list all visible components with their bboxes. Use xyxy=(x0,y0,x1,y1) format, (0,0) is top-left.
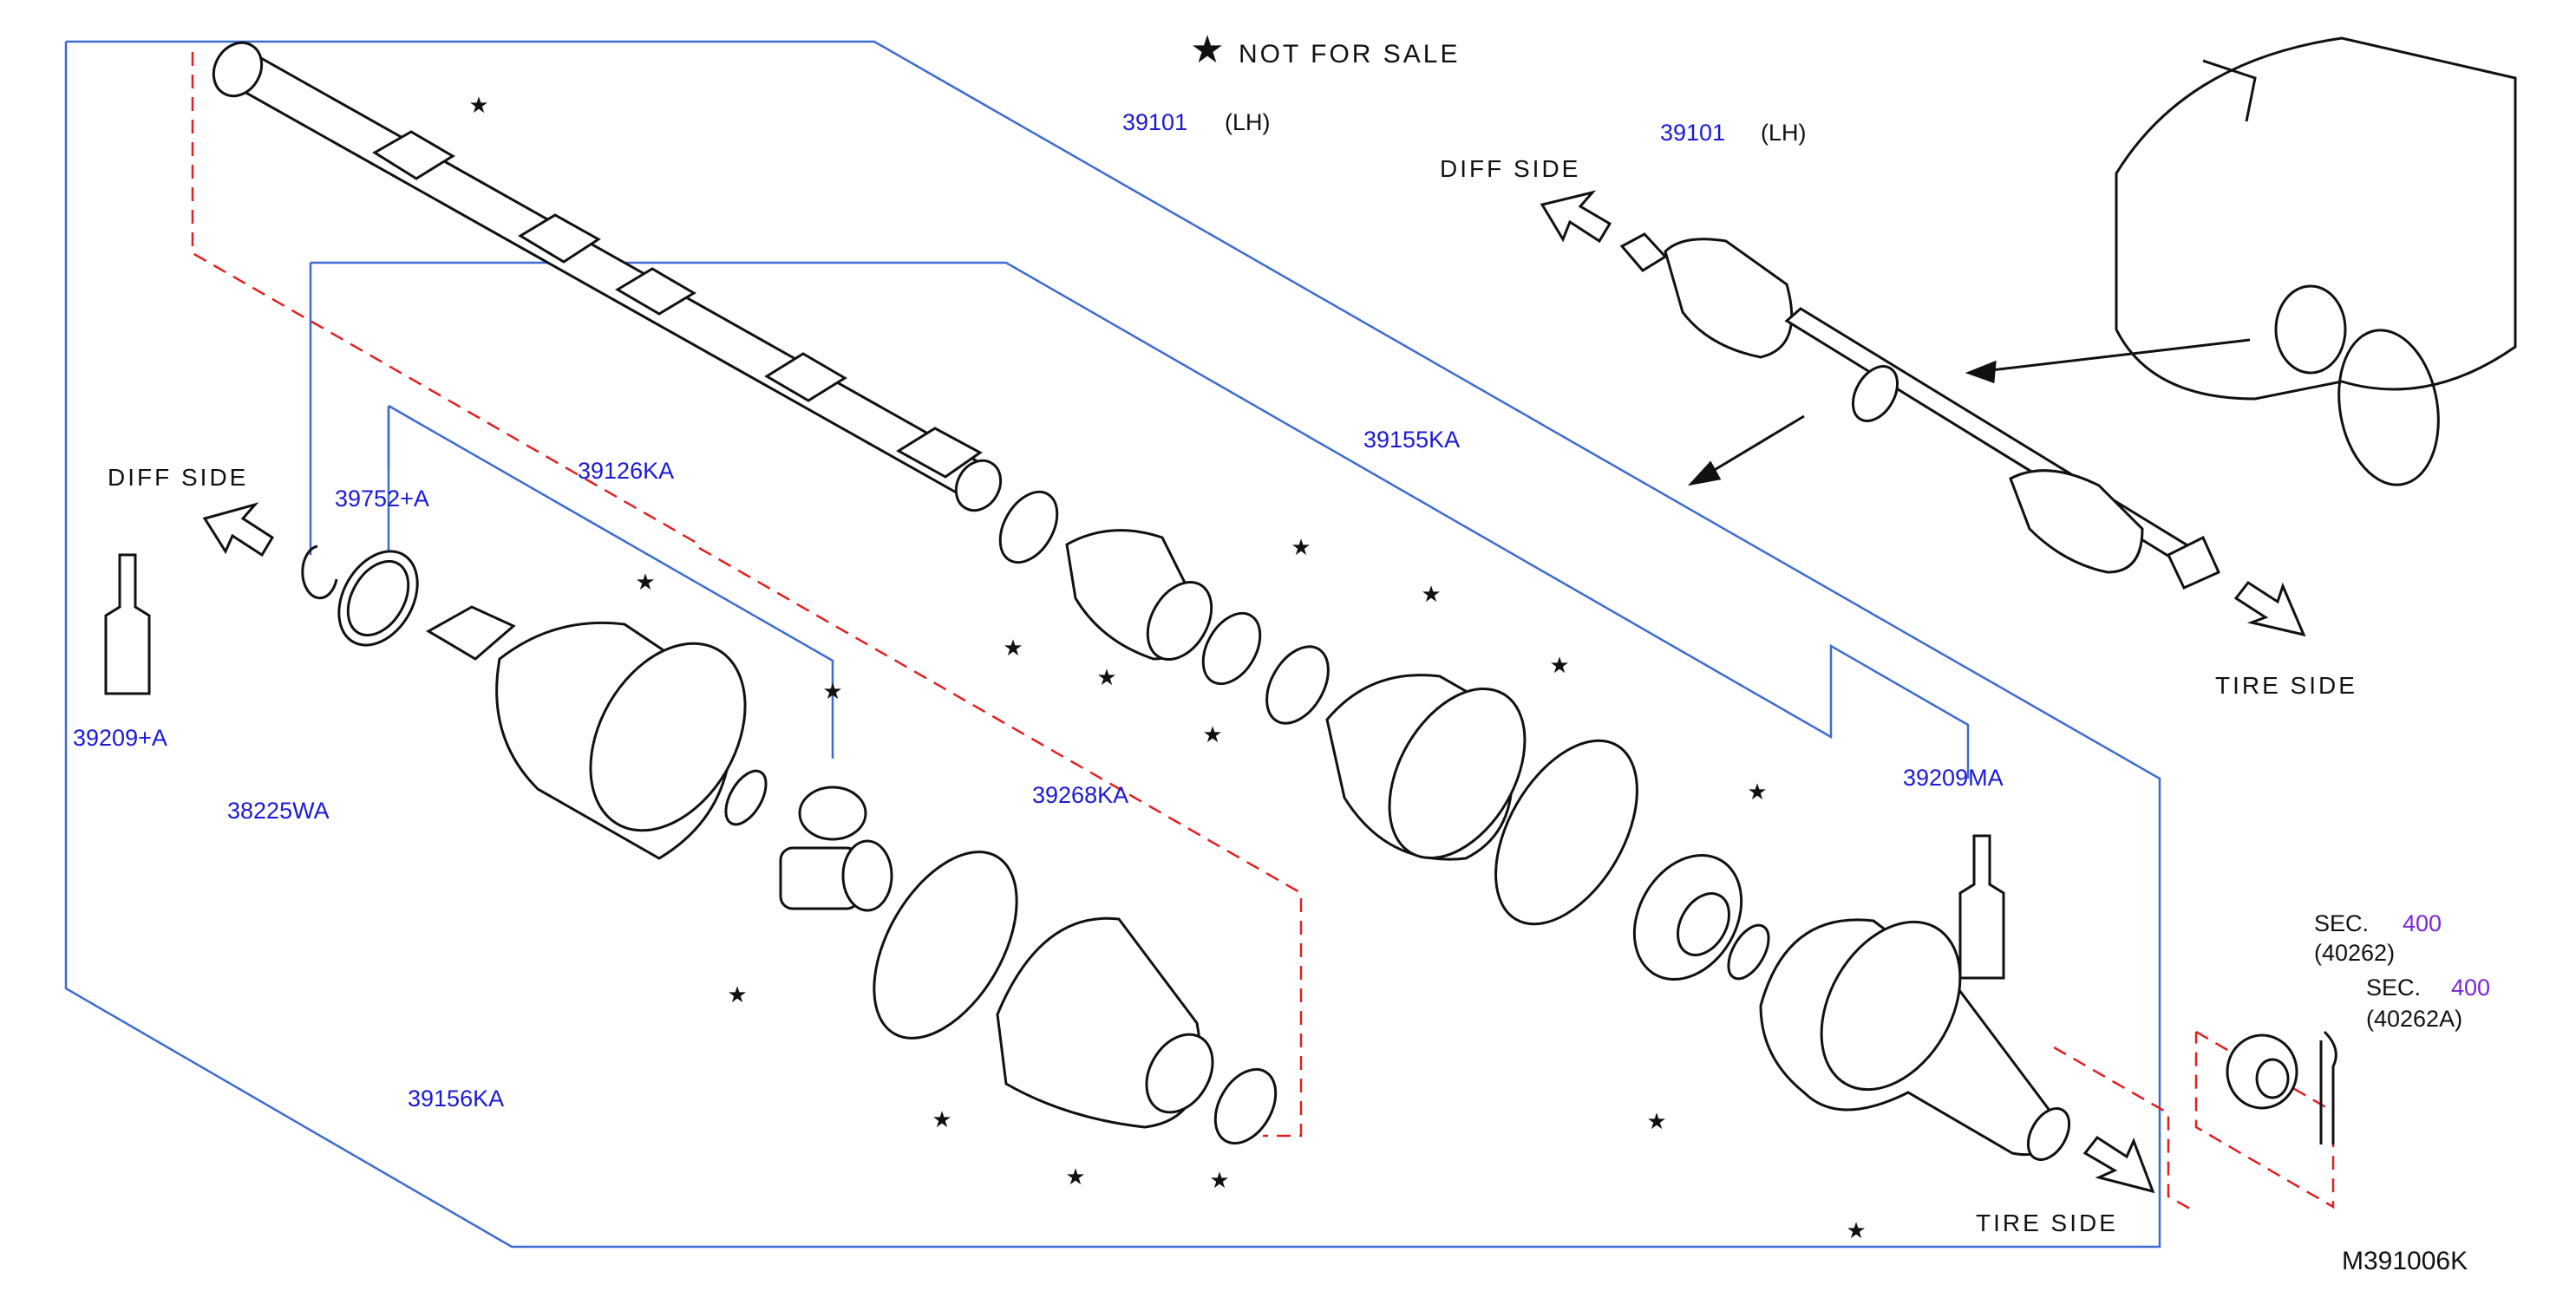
not-for-sale-stars: ★ ★ ★ ★ ★ ★ ★ ★ ★ ★ ★ ★ ★ ★ ★ ★ xyxy=(468,92,1866,1243)
tire-side-label-lower: TIRE SIDE xyxy=(1976,1209,2118,1236)
part-number-snap-ring[interactable]: 39752+A xyxy=(335,486,429,512)
legend-star-icon: ★ xyxy=(1190,29,1224,71)
diff-side-label-left: DIFF SIDE xyxy=(108,464,248,491)
dashed-reference-lines xyxy=(191,52,2335,1214)
callout-frame-lines xyxy=(64,40,2161,1249)
section-ref-1-sub: (40262) xyxy=(2314,940,2395,966)
star-marker: ★ xyxy=(727,981,747,1007)
part-number-grease-outer[interactable]: 39209MA xyxy=(1903,765,2004,791)
star-marker: ★ xyxy=(1003,635,1023,661)
shaft-39101-drawing xyxy=(212,41,1003,512)
section-ref-1-number[interactable]: 400 xyxy=(2403,910,2442,936)
part-number-grease[interactable]: 39209+A xyxy=(73,725,167,751)
star-marker: ★ xyxy=(1065,1164,1085,1190)
star-marker: ★ xyxy=(932,1106,951,1132)
diff-side-label-upper: DIFF SIDE xyxy=(1440,155,1580,182)
star-marker: ★ xyxy=(1421,581,1441,607)
figure-id: M391006K xyxy=(2342,1247,2468,1275)
outer-joint-parts xyxy=(998,490,2337,1161)
legend: ★ NOT FOR SALE xyxy=(1190,29,1461,71)
star-marker: ★ xyxy=(1549,652,1569,678)
star-marker: ★ xyxy=(1747,779,1767,805)
part-number-boot-kit-inner[interactable]: 39126KA xyxy=(578,458,674,484)
tire-side-label-upper: TIRE SIDE xyxy=(2215,672,2357,699)
section-ref-2-sub: (40262A) xyxy=(2366,1006,2462,1032)
legend-text: NOT FOR SALE xyxy=(1239,40,1461,68)
star-marker: ★ xyxy=(1209,1167,1229,1193)
section-ref-2-number[interactable]: 400 xyxy=(2451,975,2490,1001)
part-number-band-kit[interactable]: 39268KA xyxy=(1032,782,1128,808)
inset-assembly-drawing xyxy=(1619,36,2517,590)
part-number-shaft[interactable]: 39101 xyxy=(1122,109,1187,135)
inner-joint-parts xyxy=(301,544,1278,1145)
star-marker: ★ xyxy=(1096,664,1116,690)
direction-arrows xyxy=(202,190,2306,1194)
direction-labels: DIFF SIDE DIFF SIDE TIRE SIDE TIRE SIDE xyxy=(108,155,2357,1236)
part-side-inset-shaft: (LH) xyxy=(1761,120,1807,146)
star-marker: ★ xyxy=(822,678,842,704)
grease-tubes xyxy=(104,553,2005,980)
section-ref-2-prefix: SEC. xyxy=(2366,975,2421,1001)
section-references: SEC. 400 (40262) SEC. 400 (40262A) xyxy=(2314,910,2490,1032)
part-side-shaft: (LH) xyxy=(1225,109,1271,135)
part-number-callouts: 39101 (LH) 39101 (LH) 39126KA 39752+A 39… xyxy=(73,109,2004,1112)
part-number-circlip[interactable]: 38225WA xyxy=(227,798,330,824)
part-number-boot-kit-outer[interactable]: 39155KA xyxy=(1363,427,1460,453)
star-marker: ★ xyxy=(635,569,655,595)
star-marker: ★ xyxy=(468,92,488,118)
part-number-repair-kit-inner[interactable]: 39156KA xyxy=(408,1086,504,1112)
star-marker: ★ xyxy=(1202,721,1222,747)
star-marker: ★ xyxy=(1291,534,1311,560)
section-ref-1-prefix: SEC. xyxy=(2314,910,2369,936)
star-marker: ★ xyxy=(1846,1217,1866,1243)
star-marker: ★ xyxy=(1646,1108,1666,1134)
part-number-inset-shaft[interactable]: 39101 xyxy=(1660,120,1725,146)
